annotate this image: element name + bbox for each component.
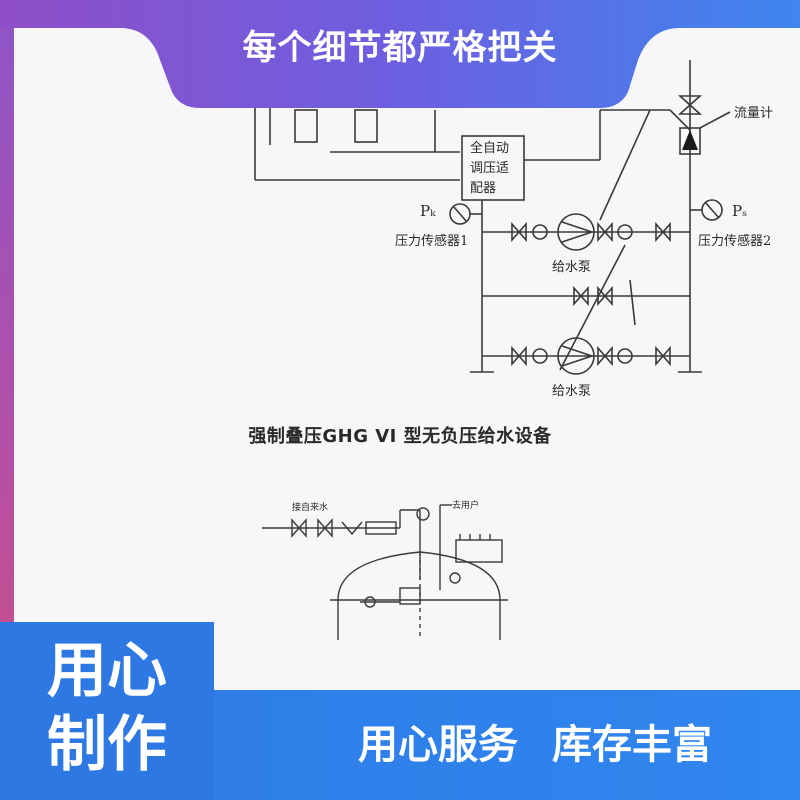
controller-label-line-2: 调压适 (470, 161, 510, 176)
inlet-label: 接自来水 (292, 503, 329, 513)
banner-title: 每个细节都严格把关 (242, 28, 558, 68)
flowmeter-label: 流量计 (734, 106, 774, 121)
pump-1-label: 给水泵 (552, 260, 592, 275)
controller-label-line-3: 配器 (470, 181, 497, 196)
pk-label: Pₖ (420, 202, 436, 220)
top-banner: 每个细节都严格把关 (0, 0, 800, 110)
badge-line-1: 用心 (47, 636, 167, 706)
left-accent-strip (0, 0, 14, 800)
sensor-2-label: 压力传感器2 (698, 234, 772, 249)
sensor-1-label: 压力传感器1 (395, 234, 469, 249)
pump-2-label: 给水泵 (552, 384, 592, 399)
ps-label: Pₛ (732, 202, 748, 220)
footer-slogan: 用心服务 库存丰富 (358, 722, 712, 768)
badge-line-2: 制作 (47, 710, 167, 780)
left-badge: 用心 制作 (0, 622, 214, 800)
controller-label-line-1: 全自动 (470, 141, 510, 156)
outlet-label: 去用户 (452, 501, 480, 511)
diagram-caption: 强制叠压GHG VI 型无负压给水设备 (248, 426, 552, 447)
